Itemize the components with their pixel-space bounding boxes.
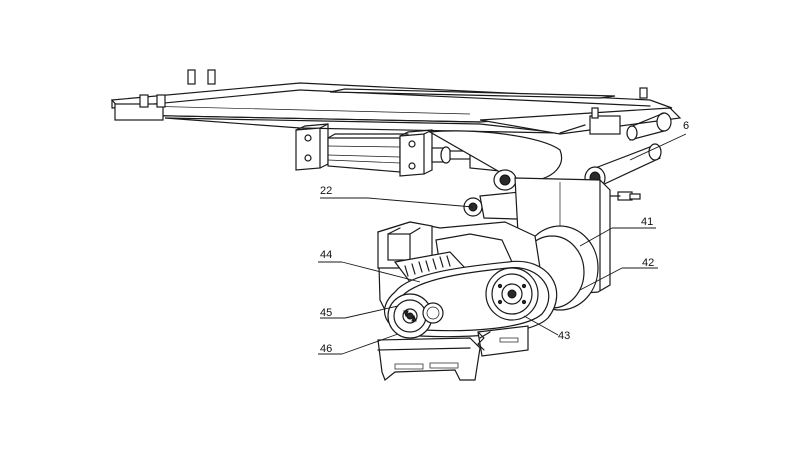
leader-41-b	[579, 227, 613, 247]
label-42: 42	[642, 257, 654, 269]
label-44: 44	[320, 249, 332, 261]
drive-pulley	[387, 293, 433, 339]
top-frame	[110, 69, 682, 141]
label-41: 41	[641, 216, 653, 228]
label-46: 46	[320, 343, 332, 355]
tensioner-gear	[422, 302, 444, 324]
leader-lines	[318, 133, 687, 355]
label-45: 45	[320, 307, 332, 319]
leader-22-b	[367, 197, 474, 208]
label-6: 6	[683, 120, 689, 132]
gear-teeth	[404, 255, 451, 277]
label-22: 22	[320, 185, 332, 197]
leader-46-b	[341, 333, 399, 355]
driven-pulley	[485, 267, 539, 321]
leader-44-b	[341, 261, 421, 283]
base-brackets	[377, 325, 529, 381]
leader-42-b	[579, 267, 623, 291]
part-labels: 6 22 41 42 43 44 45 46	[320, 120, 689, 355]
belt-drive	[384, 260, 558, 339]
leader-43	[523, 315, 559, 336]
label-43: 43	[558, 330, 570, 342]
leader-6	[629, 133, 687, 161]
leader-45-b	[344, 305, 399, 319]
